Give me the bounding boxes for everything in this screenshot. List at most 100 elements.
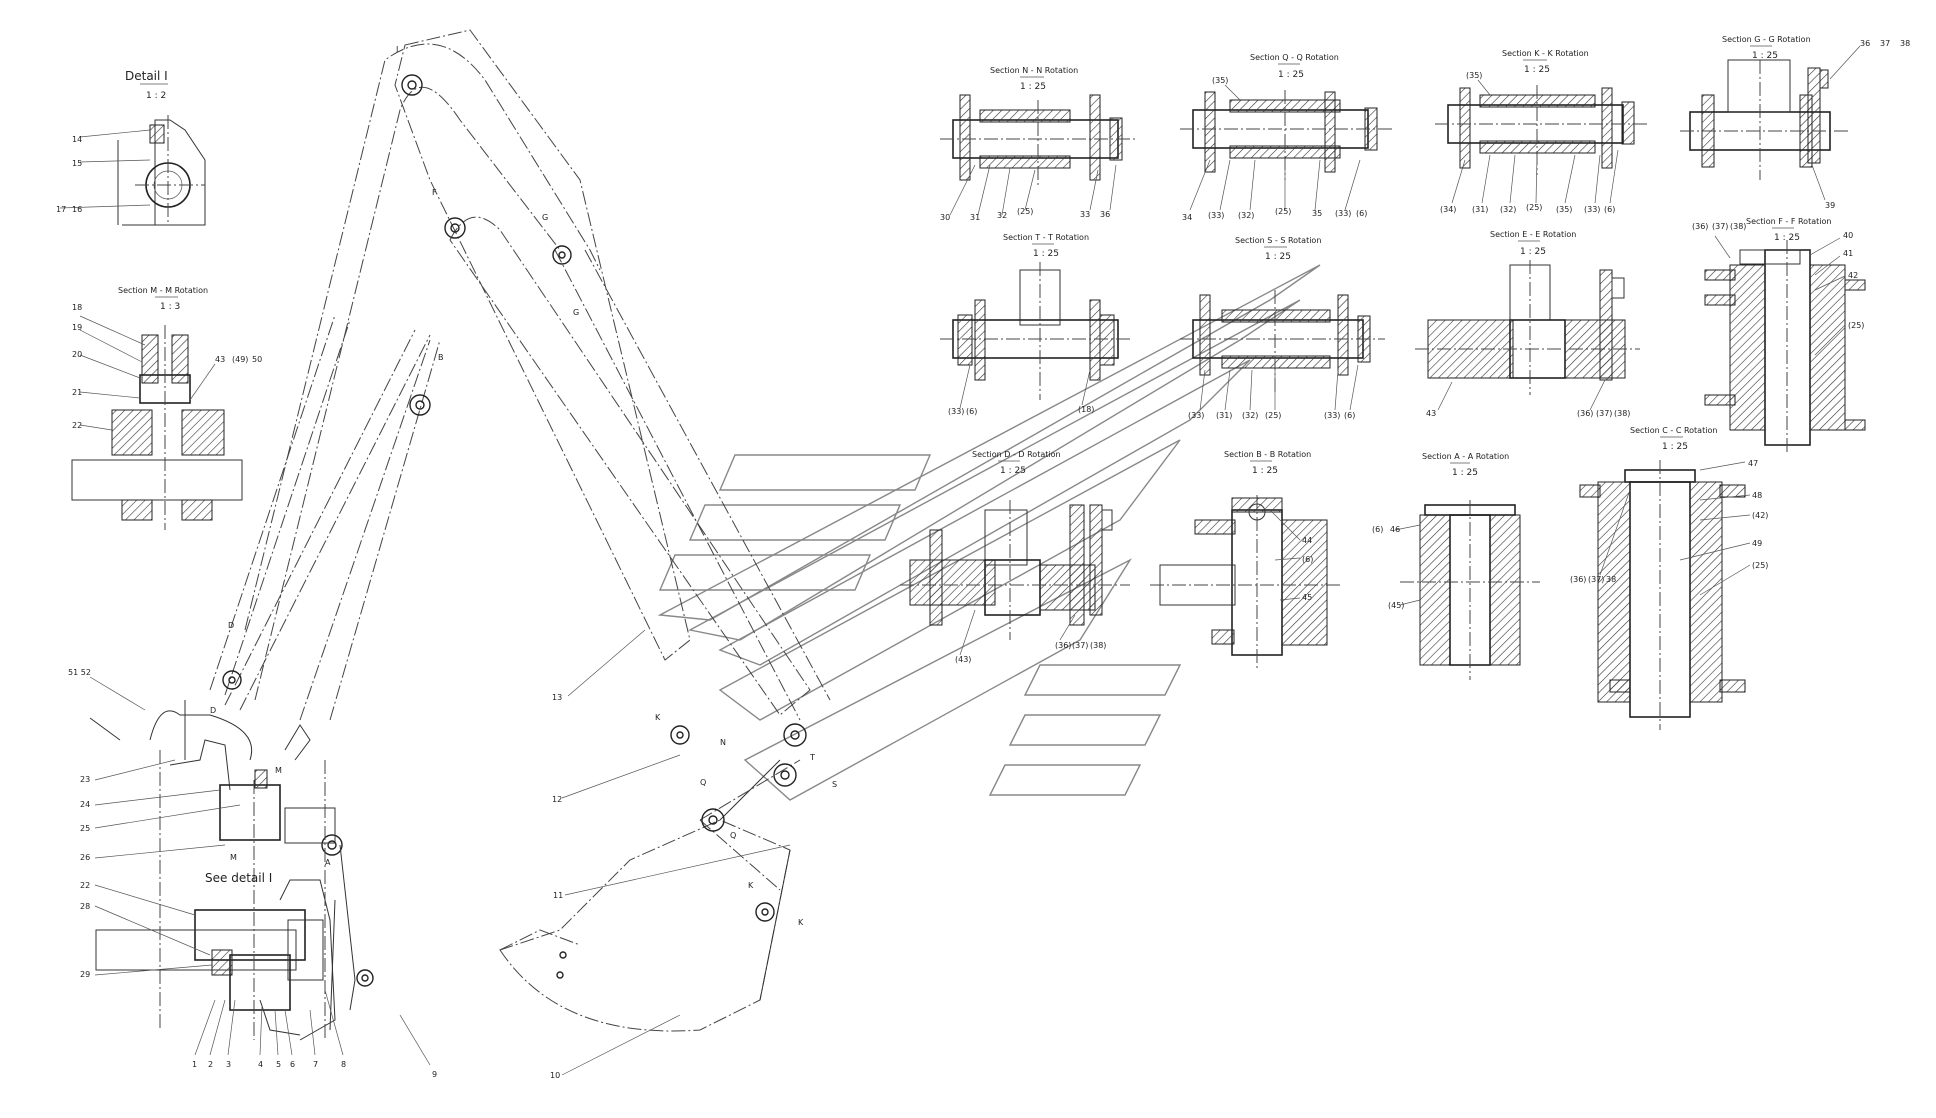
section-a-a-scale: 1 : 25 <box>1452 468 1478 478</box>
section-t-t-callout: (18) <box>1078 405 1094 414</box>
section-f-f: Section F - F Rotation 1 : 25 (36) (37) … <box>1692 217 1866 455</box>
section-s-s-scale: 1 : 25 <box>1265 252 1291 262</box>
section-c-c-scale: 1 : 25 <box>1662 442 1688 452</box>
section-f-f-scale: 1 : 25 <box>1774 233 1800 243</box>
section-q-q-callout: (35) <box>1212 76 1228 85</box>
main-callout: 23 <box>80 775 90 784</box>
section-c-c: Section C - C Rotation 1 : 25 47 48 (42)… <box>1570 426 1768 730</box>
section-s-s-callout: (6) <box>1344 411 1355 420</box>
section-s-s-callout: (32) <box>1242 411 1258 420</box>
section-m-m-callout: (49) <box>232 355 248 364</box>
section-a-a-callout: 46 <box>1390 525 1400 534</box>
bottom-callout: 3 <box>226 1060 231 1069</box>
main-callout: 24 <box>80 800 90 809</box>
section-k-k-callout: (6) <box>1604 205 1615 214</box>
section-c-c-callout: 38 <box>1606 575 1616 584</box>
section-c-c-callout: 49 <box>1752 539 1762 548</box>
section-d-d: Section D - D Rotation 1 : 25 (43) (36) … <box>900 450 1130 664</box>
main-callout: 26 <box>80 853 90 862</box>
section-k-k-callout: (35) <box>1556 205 1572 214</box>
section-g-g-callout: 39 <box>1825 201 1835 210</box>
see-detail-label: See detail I <box>205 871 272 885</box>
section-s-s-callout: (33) <box>1188 411 1204 420</box>
section-n-n-callout: 30 <box>940 213 950 222</box>
section-d-d-callout: (43) <box>955 655 971 664</box>
section-m-m-scale: 1 : 3 <box>160 302 180 312</box>
section-f-f-callout: (37) <box>1712 222 1728 231</box>
bottom-callout: 9 <box>432 1070 437 1079</box>
section-n-n-title: Section N - N Rotation <box>990 66 1078 75</box>
section-b-b-scale: 1 : 25 <box>1252 466 1278 476</box>
section-a-a: Section A - A Rotation 1 : 25 (6) 46 (45… <box>1372 452 1540 680</box>
section-mark: Q <box>730 831 736 840</box>
section-q-q-callout: 35 <box>1312 209 1322 218</box>
section-d-d-callout: (37) <box>1072 641 1088 650</box>
section-m-m-callout: 21 <box>72 388 82 397</box>
section-n-n-callout: 33 <box>1080 210 1090 219</box>
section-k-k-callout: (32) <box>1500 205 1516 214</box>
section-t-t-callout: (6) <box>966 407 977 416</box>
section-mark: B <box>438 353 444 362</box>
section-b-b-title: Section B - B Rotation <box>1224 450 1311 459</box>
section-m-m-callout: 22 <box>72 421 82 430</box>
bottom-callout: 5 <box>276 1060 281 1069</box>
section-f-f-callout: 41 <box>1843 249 1853 258</box>
section-mark: K <box>798 918 804 927</box>
section-k-k-title: Section K - K Rotation <box>1502 49 1589 58</box>
section-f-f-callout: (38) <box>1730 222 1746 231</box>
section-k-k-callout: (35) <box>1466 71 1482 80</box>
section-q-q-callout: (25) <box>1275 207 1291 216</box>
section-g-g-scale: 1 : 25 <box>1752 51 1778 61</box>
section-n-n: Section N - N Rotation 1 : 25 30 31 32 (… <box>940 66 1135 222</box>
section-q-q-callout: (33) <box>1208 211 1224 220</box>
detail-i-scale: 1 : 2 <box>146 91 166 101</box>
section-f-f-callout: 42 <box>1848 271 1858 280</box>
section-n-n-callout: 36 <box>1100 210 1110 219</box>
section-t-t-callout: (33) <box>948 407 964 416</box>
bottom-callout: 7 <box>313 1060 318 1069</box>
section-s-s: Section S - S Rotation 1 : 25 (33) (31) … <box>1180 236 1385 420</box>
detail-i-callout: 14 <box>72 135 82 144</box>
section-mark: M <box>230 853 237 862</box>
bottom-callout: 1 <box>192 1060 197 1069</box>
section-mark: F <box>432 188 437 197</box>
section-d-d-title: Section D - D Rotation <box>972 450 1061 459</box>
section-g-g-callout: 36 <box>1860 39 1870 48</box>
section-g-g: Section G - G Rotation 1 : 25 36 37 38 3… <box>1680 35 1910 210</box>
section-k-k-callout: (33) <box>1584 205 1600 214</box>
section-f-f-callout: 40 <box>1843 231 1853 240</box>
section-t-t-title: Section T - T Rotation <box>1003 233 1089 242</box>
section-mark: I <box>396 45 398 54</box>
bottom-callout: 8 <box>341 1060 346 1069</box>
section-b-b: Section B - B Rotation 1 : 25 44 (6) 45 <box>1150 450 1340 670</box>
section-c-c-callout: 48 <box>1752 491 1762 500</box>
section-f-f-callout: (25) <box>1848 321 1864 330</box>
section-g-g-callout: 37 <box>1880 39 1890 48</box>
main-callout: 13 <box>552 693 562 702</box>
main-callout: 11 <box>553 891 563 900</box>
main-callout: 28 <box>80 902 90 911</box>
section-c-c-callout: (37) <box>1588 575 1604 584</box>
section-e-e: Section E - E Rotation 1 : 25 43 (36) (3… <box>1415 230 1640 418</box>
section-k-k-callout: (34) <box>1440 205 1456 214</box>
section-c-c-callout: 47 <box>1748 459 1758 468</box>
section-t-t-scale: 1 : 25 <box>1033 249 1059 259</box>
main-backhoe-view: I F G G B D D M M A K N Q Q T S K K See … <box>68 29 837 1080</box>
section-q-q-callout: 34 <box>1182 213 1192 222</box>
section-g-g-title: Section G - G Rotation <box>1722 35 1811 44</box>
section-k-k-callout: (25) <box>1526 203 1542 212</box>
section-q-q-callout: (33) <box>1335 209 1351 218</box>
section-f-f-title: Section F - F Rotation <box>1746 217 1831 226</box>
section-q-q-scale: 1 : 25 <box>1278 70 1304 80</box>
section-g-g-callout: 38 <box>1900 39 1910 48</box>
detail-i-callout: 15 <box>72 159 82 168</box>
section-m-m-callout: 19 <box>72 323 82 332</box>
section-m-m: Section M - M Rotation 1 : 3 18 19 20 21… <box>71 286 262 530</box>
section-c-c-title: Section C - C Rotation <box>1630 426 1717 435</box>
main-callout: 29 <box>80 970 90 979</box>
detail-i-callout: 17 <box>56 205 66 214</box>
section-s-s-title: Section S - S Rotation <box>1235 236 1321 245</box>
section-e-e-scale: 1 : 25 <box>1520 247 1546 257</box>
section-q-q-title: Section Q - Q Rotation <box>1250 53 1339 62</box>
